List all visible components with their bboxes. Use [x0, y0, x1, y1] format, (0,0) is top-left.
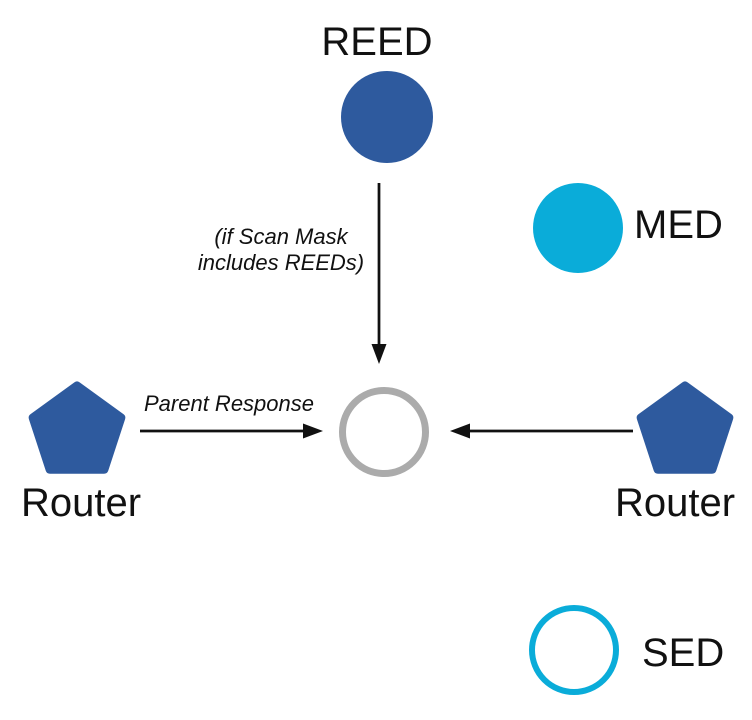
- sed-node-circle: [529, 605, 619, 695]
- arrow-router-left-to-center: [140, 423, 323, 439]
- med-label: MED: [634, 203, 723, 247]
- scan-mask-annotation-line2: includes REEDs): [197, 250, 365, 275]
- scan-mask-annotation: (if Scan Mask includes REEDs): [161, 224, 401, 276]
- router-left-pentagon: [28, 381, 126, 474]
- reed-label: REED: [321, 20, 433, 64]
- arrow-router-left-to-center-head: [303, 423, 323, 439]
- med-node-circle: [533, 183, 623, 273]
- reed-node-circle: [341, 71, 433, 163]
- router-left-label: Router: [20, 481, 142, 525]
- router-right-label: Router: [614, 481, 736, 525]
- arrow-router-right-to-center-head: [450, 423, 470, 439]
- router-right-pentagon: [636, 381, 734, 474]
- sed-label: SED: [642, 631, 725, 675]
- center-node-circle: [339, 387, 429, 477]
- parent-response-annotation: Parent Response: [144, 391, 314, 416]
- scan-mask-annotation-line1: (if Scan Mask: [214, 224, 348, 249]
- arrow-reed-to-center-head: [371, 344, 387, 364]
- arrow-router-right-to-center: [450, 423, 633, 439]
- arrow-reed-to-center: [371, 183, 387, 364]
